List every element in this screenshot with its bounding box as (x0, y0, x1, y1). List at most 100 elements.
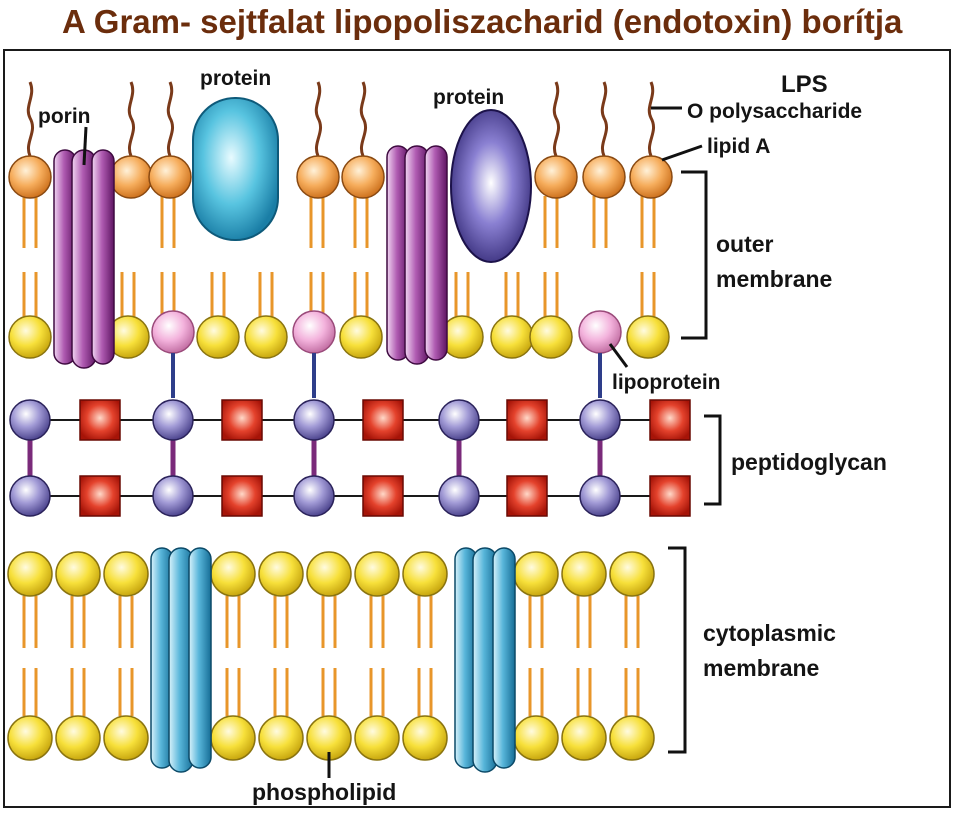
outer-membrane-protein (192, 97, 279, 241)
protein-label: protein (200, 67, 271, 90)
phospholipid-head (7, 551, 53, 597)
peptide-square (649, 399, 691, 441)
phospholipid-head (55, 715, 101, 761)
phospholipid-head (354, 715, 400, 761)
porin-channel (424, 145, 448, 361)
cytoplasmic-channels (150, 547, 516, 773)
lipid-a-head (109, 155, 153, 199)
porin-label: porin (38, 105, 91, 128)
peptide-crosslinks (27, 420, 603, 496)
sugar-node (152, 475, 194, 517)
sugar-nodes (9, 399, 621, 517)
leader-lines (82, 106, 722, 778)
lipoprotein-head (578, 310, 622, 354)
porin-channel (91, 149, 115, 365)
phospholipid-head (55, 551, 101, 597)
phospholipid-head (7, 715, 53, 761)
page-title: A Gram- sejtfalat lipopoliszacharid (end… (62, 3, 903, 40)
sugar-node (9, 399, 51, 441)
cytoplasmic-membrane-tails (22, 596, 640, 716)
phospholipid-head (210, 551, 256, 597)
cytoplasmic-membrane-label: cytoplasmic (703, 620, 836, 646)
lps-label: LPS (781, 71, 828, 98)
lipid-a-head (534, 155, 578, 199)
lipid-a-head (8, 155, 52, 199)
peptide-square (649, 475, 691, 517)
lipoprotein-heads (151, 310, 622, 354)
phospholipid-head (103, 715, 149, 761)
phospholipid-head (258, 551, 304, 597)
outer-membrane-label: membrane (716, 266, 832, 292)
outer-membrane-label: outer (716, 231, 774, 257)
phospholipid-head (490, 315, 534, 359)
phospholipid-head (402, 715, 448, 761)
phospholipid-head (196, 315, 240, 359)
phospholipid-head (561, 715, 607, 761)
lipid-a-heads (8, 155, 673, 199)
outer-membrane-tails (22, 196, 656, 318)
outer-membrane-bracket (681, 170, 708, 340)
phospholipid-head (339, 315, 383, 359)
peptide-square (506, 475, 548, 517)
porin-leader (82, 126, 88, 166)
lipoprotein-head (151, 310, 195, 354)
lipoprotein-links (171, 353, 602, 398)
membrane-channel (188, 547, 212, 769)
peptide-square (506, 399, 548, 441)
peptide-square (362, 475, 404, 517)
peptide-square (221, 399, 263, 441)
peptide-square (362, 399, 404, 441)
lipoprotein-label: lipoprotein (612, 371, 721, 394)
phospholipid-head (626, 315, 670, 359)
phospholipid-head (609, 551, 655, 597)
phospholipid-head (258, 715, 304, 761)
peptidoglycan-layer (9, 399, 691, 517)
phospholipid-head (513, 551, 559, 597)
cytoplasmic-membrane-heads (7, 551, 655, 761)
lipid-a-leader (661, 144, 703, 162)
outer-membrane-protein (450, 109, 532, 263)
o-polysaccharide-chains (26, 81, 656, 157)
o-polysaccharide-label: O polysaccharide (687, 100, 862, 123)
lipid-a-label: lipid A (707, 135, 770, 158)
sugar-node (579, 475, 621, 517)
phospholipid-head (306, 551, 352, 597)
lipid-a-head (341, 155, 385, 199)
sugar-node (579, 399, 621, 441)
phospholipid-head (402, 551, 448, 597)
lipoprotein-leader (608, 343, 629, 368)
sugar-node (438, 399, 480, 441)
peptide-square (221, 475, 263, 517)
outer-membrane-inner-heads (8, 315, 670, 359)
phospholipid-head (529, 315, 573, 359)
lipoprotein-head (292, 310, 336, 354)
cytoplasmic-membrane-bracket (668, 546, 687, 754)
phospholipid-head (210, 715, 256, 761)
lipid-a-head (629, 155, 673, 199)
cytoplasmic-membrane (7, 547, 655, 773)
phospholipid-head (244, 315, 288, 359)
sugar-node (152, 399, 194, 441)
phospholipid-head (609, 715, 655, 761)
phospholipid-head (354, 551, 400, 597)
phospholipid-head (513, 715, 559, 761)
phospholipid-head (8, 315, 52, 359)
porin-channels (53, 145, 448, 369)
lipid-a-head (582, 155, 626, 199)
protein-label: protein (433, 86, 504, 109)
peptide-square (79, 475, 121, 517)
lipid-a-head (148, 155, 192, 199)
labels: porin protein protein LPS O polysacchari… (38, 67, 887, 805)
membrane-channel (492, 547, 516, 769)
peptide-square (79, 399, 121, 441)
peptide-squares (79, 399, 691, 517)
cytoplasmic-membrane-label: membrane (703, 655, 819, 681)
phospholipid-label: phospholipid (252, 779, 396, 805)
peptidoglycan-bracket (704, 414, 722, 506)
sugar-node (293, 475, 335, 517)
phospholipid-head (561, 551, 607, 597)
phospholipid-head (103, 551, 149, 597)
sugar-node (293, 399, 335, 441)
outer-membrane (8, 81, 673, 369)
